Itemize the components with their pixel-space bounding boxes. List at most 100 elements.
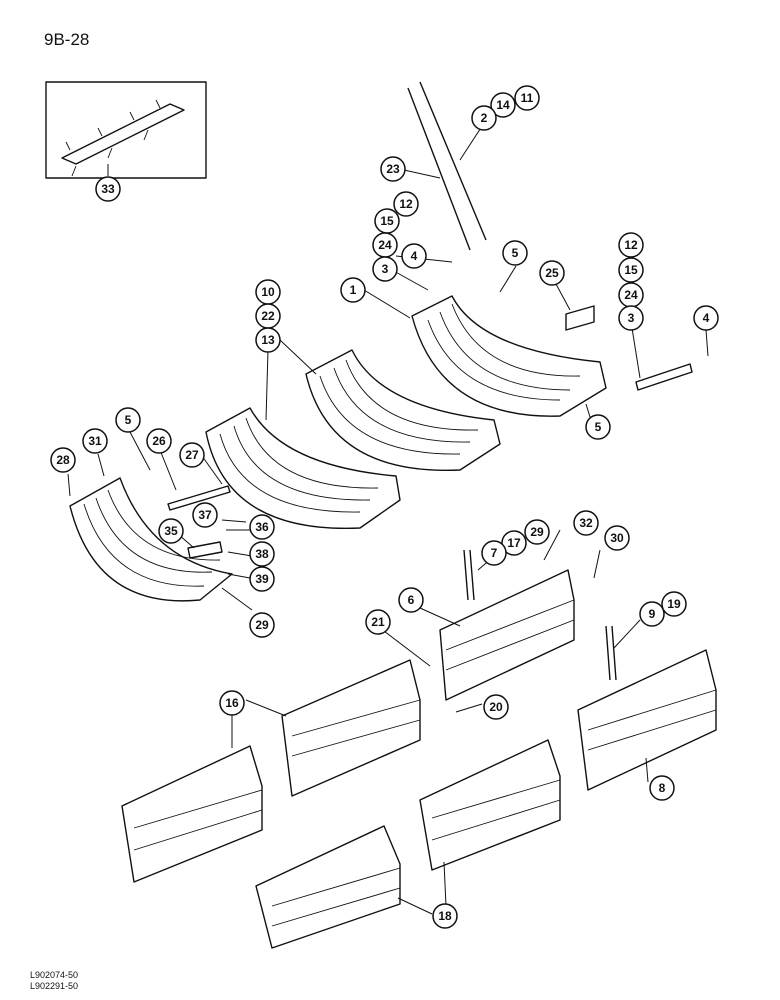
svg-text:4: 4 xyxy=(703,311,710,325)
svg-text:35: 35 xyxy=(164,524,178,538)
callout: 28 xyxy=(50,447,76,473)
callout: 5 xyxy=(502,240,528,266)
svg-text:16: 16 xyxy=(225,696,239,710)
callout: 27 xyxy=(179,442,205,468)
svg-text:18: 18 xyxy=(438,909,452,923)
callout: 23 xyxy=(380,156,406,182)
svg-text:14: 14 xyxy=(496,98,510,112)
callout: 22 xyxy=(255,303,281,329)
callout: 38 xyxy=(249,541,275,567)
callout: 12 xyxy=(393,191,419,217)
svg-text:1: 1 xyxy=(350,283,357,297)
reference-code: L902291-50 xyxy=(30,981,79,991)
svg-text:6: 6 xyxy=(408,593,415,607)
callout: 29 xyxy=(249,612,275,638)
svg-text:25: 25 xyxy=(545,266,559,280)
svg-text:15: 15 xyxy=(624,263,638,277)
callout: 10 xyxy=(255,279,281,305)
callout: 15 xyxy=(618,257,644,283)
callout: 32 xyxy=(573,510,599,536)
svg-text:12: 12 xyxy=(399,197,413,211)
svg-text:26: 26 xyxy=(152,434,166,448)
reference-code: L902074-50 xyxy=(30,970,79,980)
callout: 30 xyxy=(604,525,630,551)
callout: 1 xyxy=(340,277,366,303)
callout: 5 xyxy=(115,407,141,433)
callout: 37 xyxy=(192,502,218,528)
callout: 26 xyxy=(146,428,172,454)
callout: 2 xyxy=(471,105,497,131)
svg-text:30: 30 xyxy=(610,531,624,545)
concave-2 xyxy=(305,349,501,472)
svg-text:29: 29 xyxy=(255,618,269,632)
concave-3 xyxy=(205,407,401,530)
leader-lines xyxy=(67,119,709,915)
callout: 29 xyxy=(524,519,550,545)
callout: 15 xyxy=(374,208,400,234)
svg-text:24: 24 xyxy=(378,238,392,252)
svg-text:12: 12 xyxy=(624,238,638,252)
svg-text:20: 20 xyxy=(489,700,503,714)
callout: 3 xyxy=(372,256,398,282)
callout: 17 xyxy=(501,530,527,556)
box-section-16a xyxy=(281,659,421,797)
callout: 24 xyxy=(372,232,398,258)
callout: 24 xyxy=(618,282,644,308)
svg-text:36: 36 xyxy=(255,520,269,534)
svg-text:8: 8 xyxy=(659,781,666,795)
callout: 35 xyxy=(158,518,184,544)
box-section-18a xyxy=(419,739,561,871)
svg-text:2: 2 xyxy=(481,111,488,125)
box-section-16b xyxy=(121,745,263,883)
page-code: 9B-28 xyxy=(44,30,90,49)
callout: 9 xyxy=(639,601,665,627)
small-parts xyxy=(167,305,693,681)
svg-text:28: 28 xyxy=(56,453,70,467)
callout: 11 xyxy=(514,85,540,111)
svg-text:4: 4 xyxy=(411,249,418,263)
callout: 16 xyxy=(219,690,245,716)
box-section-18b xyxy=(255,825,401,949)
svg-text:37: 37 xyxy=(198,508,212,522)
callout: 4 xyxy=(401,243,427,269)
callout: 19 xyxy=(661,591,687,617)
svg-text:15: 15 xyxy=(380,214,394,228)
callout: 20 xyxy=(483,694,509,720)
callout: 7 xyxy=(481,540,507,566)
callout: 39 xyxy=(249,566,275,592)
concave-1 xyxy=(411,295,607,417)
svg-text:3: 3 xyxy=(628,311,635,325)
inset-frame xyxy=(45,81,207,179)
svg-text:11: 11 xyxy=(521,91,534,105)
svg-text:9: 9 xyxy=(649,607,656,621)
svg-text:7: 7 xyxy=(491,546,498,560)
svg-text:32: 32 xyxy=(579,516,593,530)
svg-text:3: 3 xyxy=(382,262,389,276)
svg-text:5: 5 xyxy=(595,420,602,434)
svg-text:33: 33 xyxy=(101,182,115,196)
callout: 5 xyxy=(585,414,611,440)
callout: 18 xyxy=(432,903,458,929)
svg-text:23: 23 xyxy=(386,162,400,176)
callout: 4 xyxy=(693,305,719,331)
svg-text:27: 27 xyxy=(185,448,199,462)
rods xyxy=(407,81,487,251)
reference-codes: L902074-50 L902291-50 xyxy=(30,970,78,992)
callout: 25 xyxy=(539,260,565,286)
svg-text:22: 22 xyxy=(261,309,275,323)
callout: 8 xyxy=(649,775,675,801)
svg-text:10: 10 xyxy=(261,285,275,299)
callout: 21 xyxy=(365,609,391,635)
callout: 14 xyxy=(490,92,516,118)
svg-text:29: 29 xyxy=(530,525,544,539)
callout: 12 xyxy=(618,232,644,258)
svg-text:24: 24 xyxy=(624,288,638,302)
svg-text:5: 5 xyxy=(512,246,519,260)
callout: 13 xyxy=(255,327,281,353)
callout: 6 xyxy=(398,587,424,613)
callout: 3 xyxy=(618,305,644,331)
svg-text:19: 19 xyxy=(667,597,681,611)
box-section-6 xyxy=(439,569,575,701)
svg-text:38: 38 xyxy=(255,547,269,561)
